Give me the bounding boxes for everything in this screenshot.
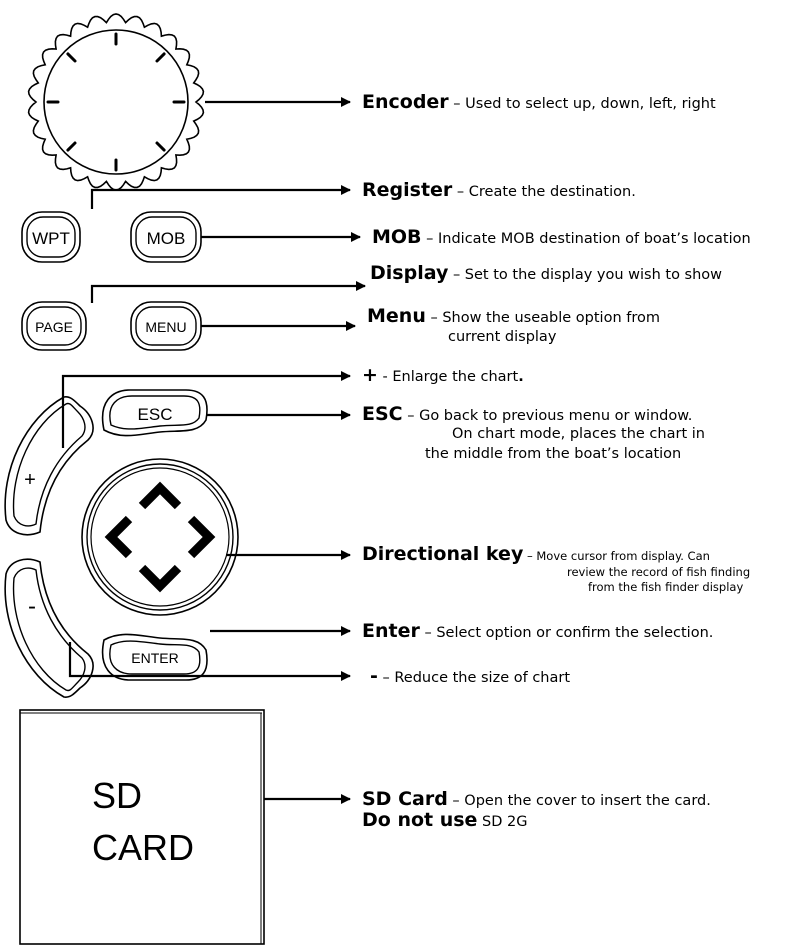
enter-annotation: Enter – Select option or confirm the sel…	[362, 621, 713, 643]
encoder-tick-mark	[155, 52, 166, 63]
esc-term: ESC	[362, 403, 403, 425]
page-button[interactable]: PAGE	[21, 301, 87, 351]
directional-desc-1: – Move cursor from display. Can	[523, 549, 710, 563]
wpt-label: WPT	[32, 229, 70, 248]
register-term: Register	[362, 179, 453, 201]
mob-button[interactable]: MOB	[130, 211, 202, 263]
encoder-desc: – Used to select up, down, left, right	[448, 96, 716, 112]
sd-term: SD Card	[362, 788, 448, 810]
esc-annotation: ESC – Go back to previous menu or window…	[362, 404, 692, 426]
wpt-button[interactable]: WPT	[21, 211, 81, 263]
minus-label: -	[28, 593, 36, 620]
minus-desc: – Reduce the size of chart	[377, 670, 571, 686]
encoder-tick-mark	[66, 52, 77, 63]
esc-desc-1: – Go back to previous menu or window.	[402, 408, 693, 424]
plus-desc: - Enlarge the chart	[377, 369, 519, 385]
display-desc: – Set to the display you wish to show	[448, 267, 723, 283]
display-term: Display	[370, 262, 449, 284]
page-label: PAGE	[35, 319, 73, 335]
menu-desc-2: current display	[448, 329, 557, 345]
menu-button[interactable]: MENU	[130, 301, 202, 351]
esc-label: ESC	[138, 405, 173, 424]
plus-annotation: + - Enlarge the chart.	[362, 365, 524, 387]
directional-pad[interactable]	[81, 458, 239, 616]
display-annotation: Display – Set to the display you wish to…	[370, 263, 722, 285]
esc-desc-2: On chart mode, places the chart in	[452, 426, 705, 442]
mob-desc: – Indicate MOB destination of boat’s loc…	[421, 231, 751, 247]
register-annotation: Register – Create the destination.	[362, 180, 636, 202]
plus-button[interactable]: +	[4, 396, 94, 536]
mob-term: MOB	[372, 226, 422, 248]
esc-annotation-line2: On chart mode, places the chart in	[452, 424, 705, 444]
up-arrow-icon[interactable]	[138, 481, 182, 510]
sd-annotation-line2: Do not use SD 2G	[362, 810, 528, 832]
directional-annotation-line2: review the record of fish finding	[567, 565, 750, 580]
encoder-annotation: Encoder – Used to select up, down, left,…	[362, 92, 716, 114]
plus-desc-dot: .	[518, 369, 524, 385]
esc-desc-3: the middle from the boat’s location	[425, 446, 682, 462]
encoder-knob[interactable]	[27, 13, 205, 191]
register-arrow	[90, 185, 351, 209]
plus-arrow	[61, 371, 351, 448]
plus-label: +	[24, 469, 36, 491]
minus-term: -	[370, 665, 378, 687]
sd-card-slot[interactable]: SD CARD	[19, 709, 265, 945]
plus-term: +	[362, 364, 378, 386]
enter-button[interactable]: ENTER	[101, 633, 208, 681]
sd-card-label-line1: SD	[92, 775, 142, 816]
sd-desc: – Open the cover to insert the card.	[447, 793, 711, 809]
menu-annotation-line2: current display	[448, 327, 556, 347]
down-arrow-icon[interactable]	[138, 564, 182, 593]
display-arrow	[90, 281, 366, 303]
minus-annotation: - – Reduce the size of chart	[370, 666, 570, 688]
sd-card-label-line2: CARD	[92, 827, 194, 868]
esc-annotation-line3: the middle from the boat’s location	[425, 444, 681, 464]
menu-desc-1: – Show the useable option from	[425, 310, 660, 326]
minus-arrow	[68, 642, 351, 681]
directional-desc-2: review the record of fish finding	[567, 565, 751, 579]
mob-annotation: MOB – Indicate MOB destination of boat’s…	[372, 227, 751, 249]
sd-warn-term: Do not use	[362, 809, 478, 831]
enter-term: Enter	[362, 620, 420, 642]
directional-annotation-line3: from the fish finder display	[588, 580, 743, 595]
enter-label: ENTER	[131, 650, 178, 666]
directional-term: Directional key	[362, 543, 524, 565]
sd-warn-desc: SD 2G	[477, 814, 528, 830]
menu-label: MENU	[145, 319, 186, 335]
encoder-tick-mark	[155, 141, 166, 152]
mob-label: MOB	[147, 229, 186, 248]
encoder-tick-mark	[66, 141, 77, 152]
directional-desc-3: from the fish finder display	[588, 580, 744, 594]
sd-annotation: SD Card – Open the cover to insert the c…	[362, 789, 711, 811]
enter-desc: – Select option or confirm the selection…	[419, 625, 714, 641]
esc-button[interactable]: ESC	[101, 389, 208, 437]
left-arrow-icon[interactable]	[104, 515, 133, 559]
right-arrow-icon[interactable]	[187, 515, 216, 559]
encoder-term: Encoder	[362, 91, 449, 113]
directional-annotation: Directional key – Move cursor from displ…	[362, 544, 710, 566]
menu-term: Menu	[367, 305, 426, 327]
menu-annotation: Menu – Show the useable option from	[367, 306, 660, 328]
register-desc: – Create the destination.	[452, 184, 636, 200]
minus-button[interactable]: -	[4, 558, 94, 698]
